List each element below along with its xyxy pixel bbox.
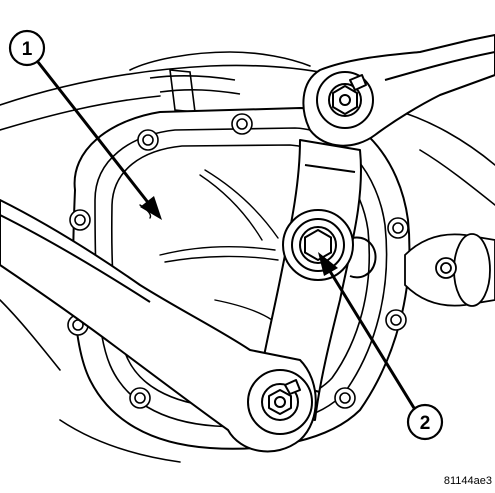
cover-bolt: [69, 209, 91, 231]
cover-bolt: [231, 113, 253, 135]
cover-bolt: [387, 217, 409, 239]
callout-2: 2: [318, 252, 444, 441]
callout-1: 1: [8, 29, 162, 220]
hose-clip: [149, 69, 241, 113]
cover-bolt: [137, 129, 159, 151]
cover-bolt: [129, 387, 151, 409]
svg-text:2: 2: [420, 413, 431, 434]
pinion-bolt: [282, 209, 377, 281]
cover-bolt: [334, 387, 356, 409]
cover-bolts: [67, 113, 409, 409]
figure-id: 81144ae3: [444, 475, 492, 487]
svg-text:1: 1: [22, 39, 33, 60]
axle-tube-right: [404, 233, 495, 307]
cover-bolt: [385, 309, 407, 331]
upper-control-arm: [302, 34, 495, 147]
lower-control-arm: [0, 199, 317, 453]
